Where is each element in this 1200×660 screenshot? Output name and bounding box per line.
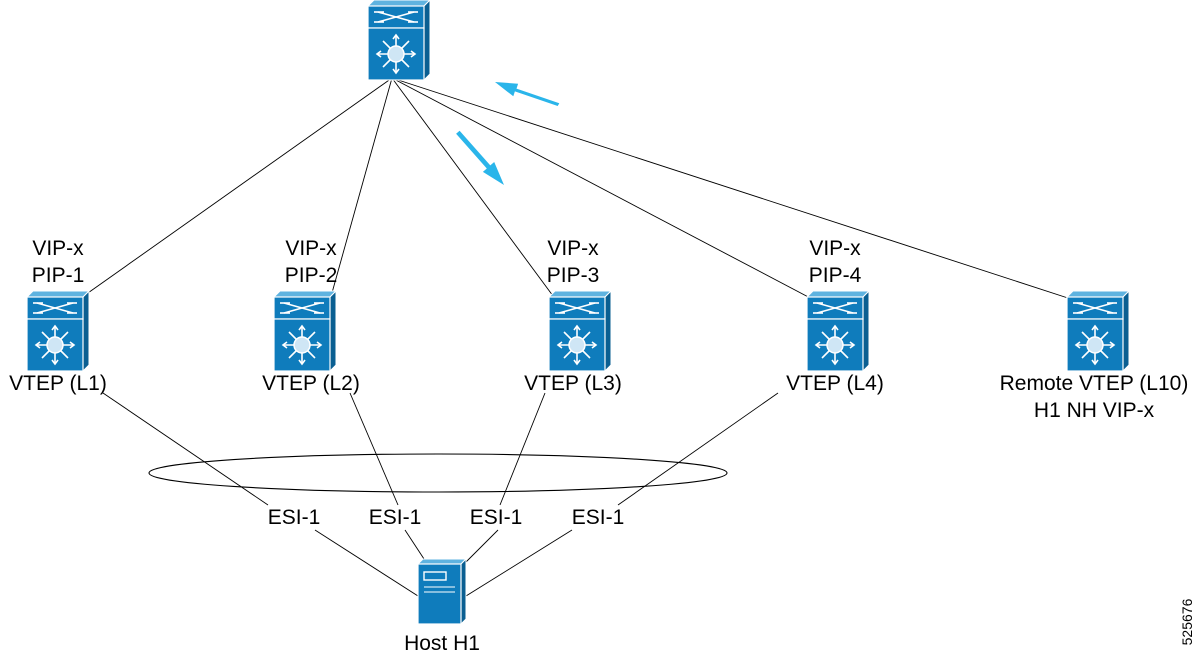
host-h1	[416, 557, 468, 626]
nexus-switch-icon	[548, 290, 612, 372]
esi-label-4: ESI-1	[572, 506, 625, 529]
leaf-l3-vtep: VTEP (L3)	[524, 372, 622, 395]
esi-label-3: ESI-1	[470, 506, 523, 529]
leaf-l4-vip: VIP-x	[809, 237, 861, 260]
leaf-l3-pip: PIP-3	[547, 264, 600, 287]
esi-label-2: ESI-1	[369, 506, 422, 529]
server-icon	[416, 557, 468, 626]
esi-label-1: ESI-1	[268, 506, 321, 529]
uplink-l1	[77, 77, 393, 301]
leaf-l1-pip: PIP-1	[32, 264, 85, 287]
leaf-l2-vtep: VTEP (L2)	[262, 372, 360, 395]
downlink-l1	[102, 392, 269, 506]
nexus-switch-icon	[806, 290, 870, 372]
host-link-2	[404, 529, 427, 563]
nexus-switch-icon	[367, 0, 431, 81]
traffic-arrow-icon	[495, 82, 560, 106]
leaf-l2-vip: VIP-x	[285, 237, 337, 260]
host-link-1	[314, 529, 419, 597]
uplink-l3	[391, 77, 557, 301]
uplink-remote	[391, 77, 1075, 301]
leaf-switch-l1	[26, 290, 90, 372]
figure-id: 525676	[1179, 598, 1195, 645]
spine-switch	[367, 0, 431, 81]
traffic-arrows	[456, 82, 560, 185]
host-link-4	[465, 529, 573, 597]
uplink-lines	[77, 77, 1075, 301]
leaf-switch-l2	[273, 290, 337, 372]
remote-vtep-label: Remote VTEP (L10)	[1000, 372, 1189, 395]
esi-ellipse	[148, 453, 728, 493]
host-label: Host H1	[404, 632, 480, 655]
leaf-switch-l3	[548, 290, 612, 372]
leaf-l1-vip: VIP-x	[32, 237, 84, 260]
uplink-l4	[391, 77, 815, 301]
traffic-arrow-icon	[456, 130, 504, 185]
leaf-l4-pip: PIP-4	[809, 264, 862, 287]
downlink-l4	[617, 392, 779, 506]
downlink-l2	[349, 392, 399, 506]
nexus-switch-icon	[273, 290, 337, 372]
uplink-l2	[329, 77, 393, 301]
leaf-l4-vtep: VTEP (L4)	[786, 372, 884, 395]
remote-vtep-switch	[1066, 290, 1130, 372]
remote-vtep-nexthop: H1 NH VIP-x	[1034, 399, 1155, 422]
downlink-l3	[499, 392, 546, 506]
nexus-switch-icon	[26, 290, 90, 372]
leaf-switch-l4	[806, 290, 870, 372]
nexus-switch-icon	[1066, 290, 1130, 372]
leaf-l3-vip: VIP-x	[547, 237, 599, 260]
leaf-l1-vtep: VTEP (L1)	[9, 372, 107, 395]
leaf-l2-pip: PIP-2	[285, 264, 338, 287]
